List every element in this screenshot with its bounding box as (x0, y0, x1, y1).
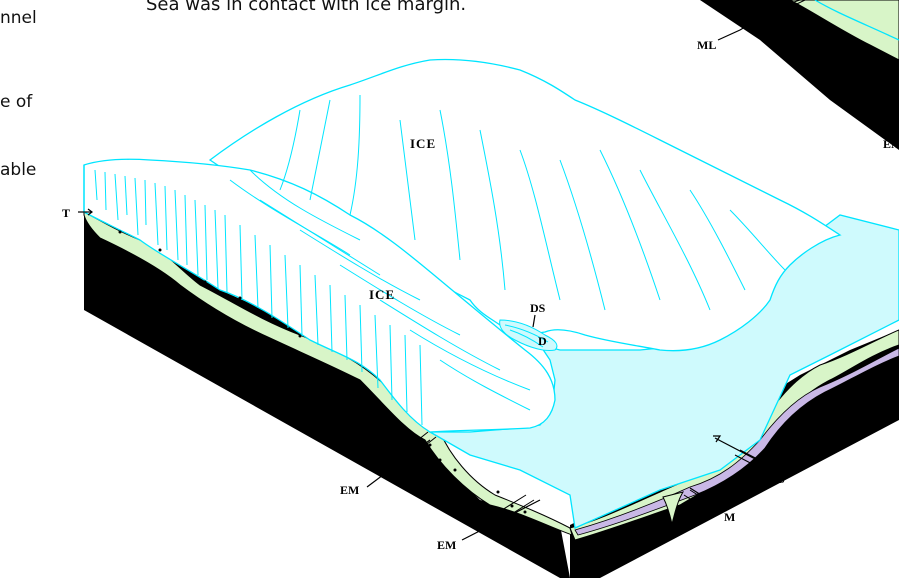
block-side-left (84, 212, 570, 578)
ice-flow-lines (229, 94, 786, 411)
cropped-text-line-3: able (0, 160, 37, 180)
label-ice-lower: ICE (369, 287, 395, 302)
sediment-stones (118, 230, 527, 514)
label-t: T (62, 206, 70, 220)
right-block-partial (700, 0, 899, 150)
sediment-layer-left (83, 211, 573, 536)
section-cut-marks (379, 0, 806, 531)
label-em-bottom: EM (437, 538, 456, 552)
label-d: D (538, 334, 547, 348)
ice-tongue-lower (83, 158, 556, 433)
label-pointers (78, 0, 791, 541)
label-ml: ML (697, 38, 716, 52)
cropped-text-line-2: e of (0, 92, 33, 112)
ice-sheet-upper (208, 58, 842, 352)
ice-cliff-streaks (94, 169, 423, 426)
cropped-text-line-1: nnel (0, 8, 37, 28)
label-ice-upper: ICE (410, 136, 436, 151)
delta-deposit (499, 319, 558, 351)
label-ds: DS (530, 301, 546, 315)
marine-mud-layer (574, 347, 899, 536)
label-em-right: EM (883, 137, 899, 151)
label-s: S (778, 472, 785, 486)
label-em-left: EM (340, 483, 359, 497)
figure-caption: Sea was in contact with ice margin. (146, 0, 467, 15)
label-m: M (724, 510, 735, 524)
